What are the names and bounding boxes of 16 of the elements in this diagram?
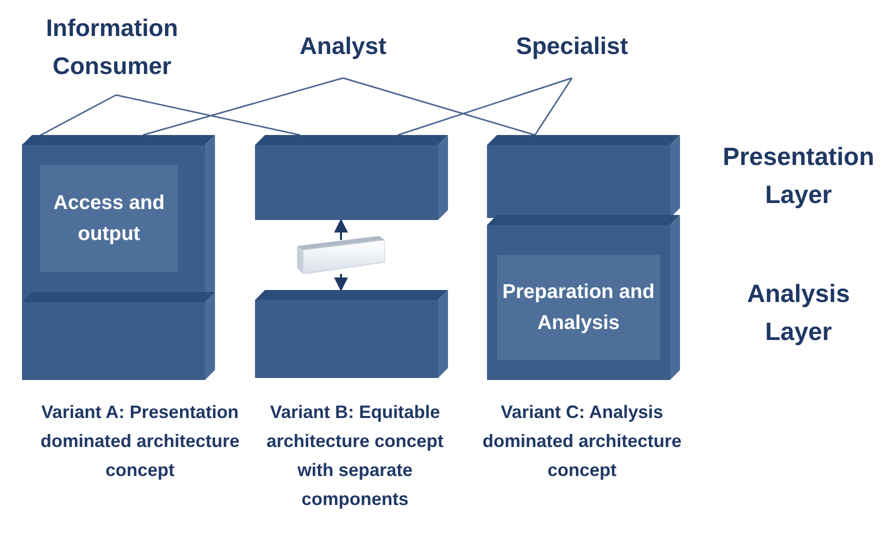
- panel-label: Preparation and Analysis: [501, 280, 656, 336]
- arrow: [334, 274, 348, 292]
- layer-label: Analysis Layer: [746, 279, 851, 348]
- variant-caption: Variant B: Equitable architecture concept with separate components: [265, 401, 445, 511]
- variant-caption: Variant C: Analysis dominated architecture concept: [481, 401, 683, 482]
- connector-line: [534, 78, 573, 136]
- connector-line: [142, 77, 344, 136]
- connector-line: [342, 77, 536, 136]
- variant-caption: Variant A: Presentation dominated architecture concept: [39, 401, 241, 482]
- role-label: Specialist: [497, 28, 647, 66]
- connector-line: [398, 77, 572, 136]
- panel-label: Access and output: [52, 190, 166, 246]
- role-label: Information Consumer: [12, 10, 212, 95]
- layer-label: Presentation Layer: [722, 142, 876, 211]
- arrow: [334, 218, 348, 240]
- role-label: Analyst: [283, 28, 403, 66]
